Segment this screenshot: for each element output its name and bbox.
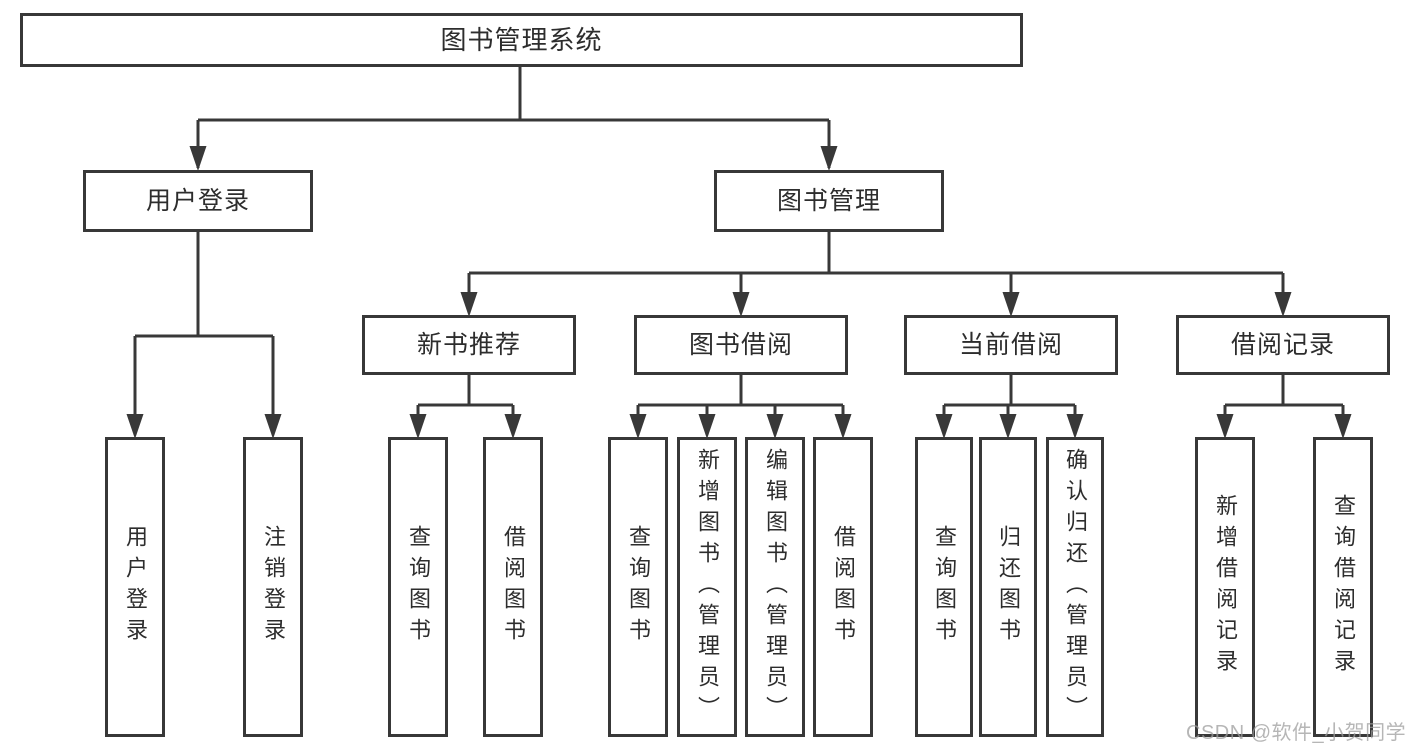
leaf-add-books-admin: 新增图书（管理员） <box>677 437 737 737</box>
leaf-edit-books-admin: 编辑图书（管理员） <box>745 437 805 737</box>
leaf-borrow-books-label: 借阅图书 <box>831 525 856 649</box>
leaf-add-borrow-record: 新增借阅记录 <box>1195 437 1255 737</box>
node-current-borrowing-label: 当前借阅 <box>958 330 1063 359</box>
node-book-management-label: 图书管理 <box>776 186 881 215</box>
leaf-user-login-label: 用户登录 <box>123 525 148 649</box>
node-new-book-recommend: 新书推荐 <box>362 315 576 375</box>
leaf-add-borrow-record-label: 新增借阅记录 <box>1213 494 1238 680</box>
leaf-user-login: 用户登录 <box>105 437 165 737</box>
leaf-confirm-return-admin-label: 确认归还（管理员） <box>1063 447 1088 727</box>
leaf-logout: 注销登录 <box>243 437 303 737</box>
leaf-confirm-return-admin: 确认归还（管理员） <box>1046 437 1104 737</box>
leaf-logout-label: 注销登录 <box>261 525 286 649</box>
node-book-borrowing: 图书借阅 <box>634 315 848 375</box>
node-user-login-label: 用户登录 <box>145 186 250 215</box>
node-book-management: 图书管理 <box>714 170 944 232</box>
leaf-query-books-current-label: 查询图书 <box>932 525 957 649</box>
leaf-edit-books-admin-label: 编辑图书（管理员） <box>763 447 788 727</box>
node-user-login: 用户登录 <box>83 170 313 232</box>
node-borrowing-records: 借阅记录 <box>1176 315 1390 375</box>
connector-paths <box>133 67 1345 435</box>
leaf-return-books-label: 归还图书 <box>996 525 1021 649</box>
leaf-query-books-current: 查询图书 <box>915 437 973 737</box>
connector-arrowheads <box>126 146 1352 439</box>
node-new-book-recommend-label: 新书推荐 <box>416 330 521 359</box>
leaf-query-borrow-record-label: 查询借阅记录 <box>1331 494 1356 680</box>
node-root: 图书管理系统 <box>20 13 1023 67</box>
leaf-borrow-books-recommend-label: 借阅图书 <box>501 525 526 649</box>
leaf-borrow-books-recommend: 借阅图书 <box>483 437 543 737</box>
csdn-watermark: CSDN @软件_小贺同学 <box>1186 722 1405 744</box>
leaf-query-books-borrow: 查询图书 <box>608 437 668 737</box>
leaf-query-books-borrow-label: 查询图书 <box>626 525 651 649</box>
node-root-label: 图书管理系统 <box>440 25 603 55</box>
node-current-borrowing: 当前借阅 <box>904 315 1118 375</box>
leaf-add-books-admin-label: 新增图书（管理员） <box>695 447 720 727</box>
leaf-borrow-books: 借阅图书 <box>813 437 873 737</box>
leaf-query-borrow-record: 查询借阅记录 <box>1313 437 1373 737</box>
leaf-query-books-recommend-label: 查询图书 <box>406 525 431 649</box>
leaf-query-books-recommend: 查询图书 <box>388 437 448 737</box>
leaf-return-books: 归还图书 <box>979 437 1037 737</box>
node-book-borrowing-label: 图书借阅 <box>688 330 793 359</box>
node-borrowing-records-label: 借阅记录 <box>1230 330 1335 359</box>
